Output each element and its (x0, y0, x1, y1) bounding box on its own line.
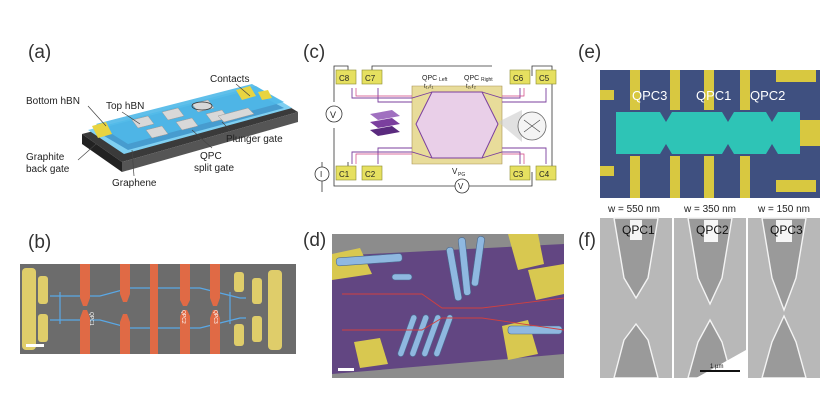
label-contacts: Contacts (210, 74, 249, 85)
contact-c4: C4 (539, 170, 550, 179)
vpg-sub: PG (458, 172, 465, 178)
scale-bar-d (338, 368, 354, 371)
qpc-right-sub: Right (481, 77, 493, 83)
panel-label-d: (d) (303, 230, 327, 251)
panel-label-b: (b) (28, 232, 52, 253)
contact-c3: C3 (513, 170, 524, 179)
panel-e-qpc1: QPC1 (696, 88, 731, 103)
panel-e-optical: QPC3 QPC1 QPC2 (600, 70, 820, 198)
qpc-right-label: QPC (464, 75, 479, 82)
label-qpc-1: QPC (200, 151, 222, 162)
panel-e-qpc3: QPC3 (632, 88, 667, 103)
panel-b-qpc-mark-2: QPC2 (180, 310, 186, 324)
panel-d-micrograph (332, 234, 564, 378)
label-graphite-1: Graphite (26, 152, 65, 163)
panel-b-micrograph: QPC1 QPC2 QPC3 (20, 264, 296, 354)
meter-v-left: V (330, 110, 336, 120)
panel-label-e: (e) (578, 42, 602, 63)
contact-c5: C5 (539, 74, 550, 83)
label-graphite-2: back gate (26, 164, 70, 175)
qpc-left-sub: Left (439, 77, 448, 83)
panel-b-qpc-mark-3: QPC3 (212, 310, 218, 324)
panel-a-device-schematic: Top hBN Bottom hBN Contacts Plunger gate… (22, 72, 302, 222)
label-plunger-gate: Plunger gate (226, 134, 283, 145)
label-bottom-hbn: Bottom hBN (26, 96, 80, 107)
panel-label-a: (a) (28, 42, 52, 63)
meter-v-bottom: V (458, 182, 464, 191)
panel-f-scale: 1 µm (710, 364, 723, 370)
label-qpc-2: split gate (194, 163, 234, 174)
panel-label-f: (f) (578, 230, 596, 251)
meter-i: I (320, 170, 322, 179)
qpc-right-tr: t₂,r₂ (466, 84, 477, 90)
contact-c2: C2 (365, 170, 376, 179)
label-graphene: Graphene (112, 178, 157, 189)
contact-c6: C6 (513, 74, 524, 83)
width-label-2: w = 350 nm (683, 204, 736, 215)
qpc-left-label: QPC (422, 75, 437, 82)
label-top-hbn: Top hBN (106, 101, 144, 112)
contact-c8: C8 (339, 74, 350, 83)
width-label-3: w = 150 nm (757, 204, 810, 215)
vpg-label: V (452, 167, 458, 176)
panel-e-qpc2: QPC2 (750, 88, 785, 103)
panel-f-sem: w = 550 nm w = 350 nm w = 150 nm QPC1 QP… (600, 200, 820, 378)
qpc-left-tr: t₁,r₁ (424, 84, 433, 90)
panel-f-qpc3: QPC3 (770, 223, 803, 237)
panel-label-c: (c) (303, 42, 326, 63)
panel-f-qpc2: QPC2 (696, 223, 729, 237)
contact-c1: C1 (339, 170, 350, 179)
scale-bar (26, 344, 44, 347)
panel-b-qpc-mark-1: QPC1 (88, 312, 94, 326)
width-label-1: w = 550 nm (607, 204, 660, 215)
panel-f-qpc1: QPC1 (622, 223, 655, 237)
panel-c-circuit: C8 C7 C6 C5 C1 C2 C3 C4 (312, 62, 574, 198)
contact-c7: C7 (365, 74, 376, 83)
